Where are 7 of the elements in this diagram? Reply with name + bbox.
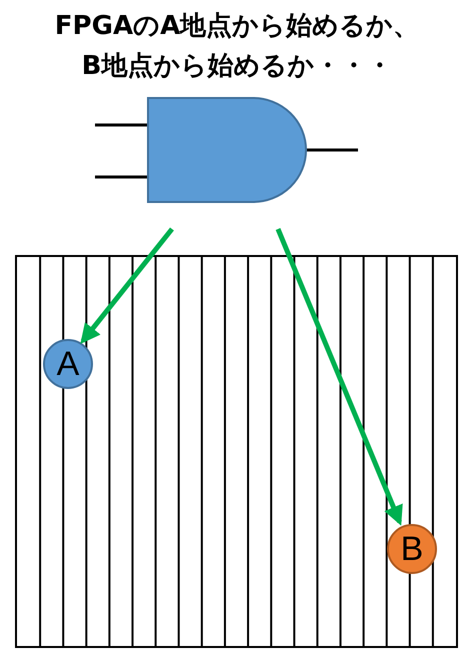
point-circle: A <box>43 339 93 389</box>
grid-panel <box>15 255 458 648</box>
arrow <box>276 228 403 526</box>
arrow <box>80 227 174 344</box>
point-circle: B <box>387 524 437 574</box>
title: FPGAのA地点から始めるか、B地点から始めるか・・・ <box>54 10 420 83</box>
and-gate-symbol <box>95 96 358 206</box>
